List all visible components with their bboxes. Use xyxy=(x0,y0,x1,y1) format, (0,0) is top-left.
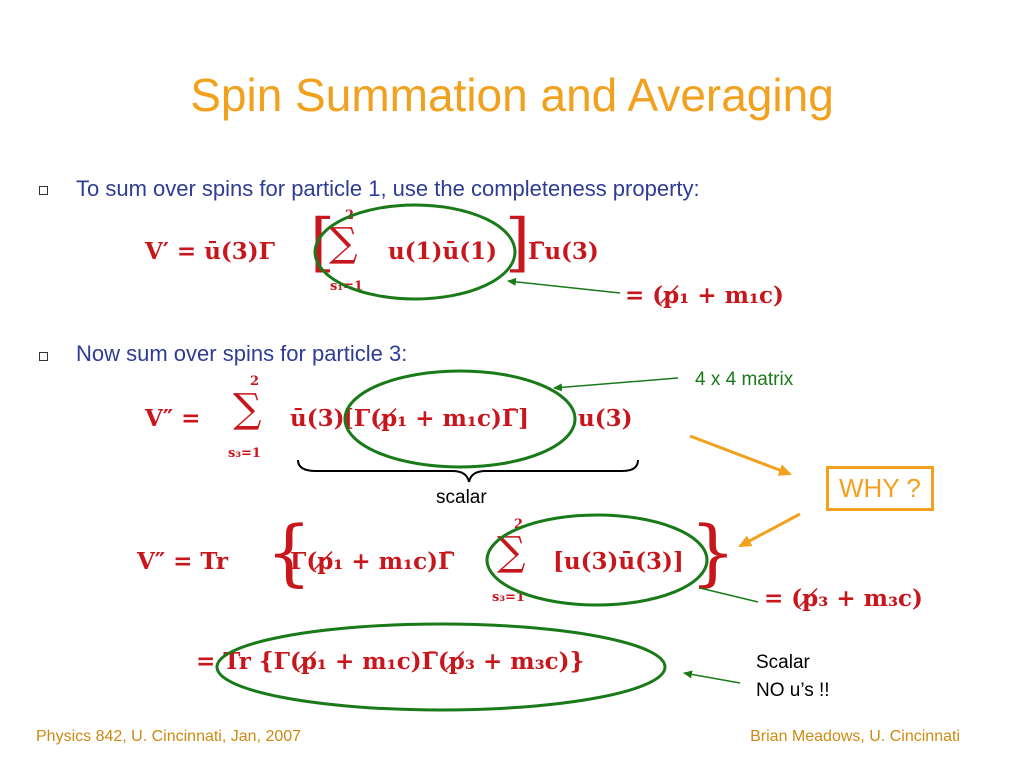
equation-2-sum-top: 2 xyxy=(250,374,260,389)
equation-3-lhs: V″ = Tr xyxy=(137,548,228,575)
ellipse-eq4 xyxy=(215,622,667,712)
equation-2-lhs: V″ = xyxy=(145,405,201,432)
footer-left: Physics 842, U. Cincinnati, Jan, 2007 xyxy=(36,728,302,745)
arrow-eq3-result xyxy=(699,587,759,603)
equation-3-brace-left: { xyxy=(266,510,312,594)
arrow-scalar-note xyxy=(683,670,741,684)
scalar-brace xyxy=(297,459,639,483)
equation-2-rhs: u(3) xyxy=(578,405,633,432)
bullet-square-icon xyxy=(39,186,48,195)
footer-right: Brian Meadows, U. Cincinnati xyxy=(750,728,960,745)
arrow-eq1-result xyxy=(507,277,621,294)
arrow-from-why xyxy=(738,512,801,548)
equation-3-sum-top: 2 xyxy=(514,517,524,532)
arrow-matrix-note xyxy=(553,377,679,392)
scalar-note-line-1: Scalar xyxy=(756,652,810,673)
scalar-note-line-2: NO u’s !! xyxy=(756,680,830,701)
equation-2-inner: [Γ(p̸₁ + m₁c)Γ̄] xyxy=(343,405,530,432)
equation-1-inner: u(1)ū(1) xyxy=(388,238,497,265)
ellipse-eq2-inner xyxy=(343,369,577,469)
equation-3-inner: [u(3)ū(3)] xyxy=(553,548,684,575)
bullet-text-1: To sum over spins for particle 1, use th… xyxy=(76,176,700,201)
equation-1-rhs: Γ̄u(3) xyxy=(528,238,599,265)
equation-2-sum-symbol: ∑ xyxy=(233,386,262,432)
equation-2-sum-bottom: s₃=1 xyxy=(228,446,261,461)
equation-3-gamma: Γ(p̸₁ + m₁c)Γ̄ xyxy=(290,548,455,575)
equation-3-result: = (p̸₃ + m₃c) xyxy=(764,585,923,612)
slide-title: Spin Summation and Averaging xyxy=(190,69,834,121)
equation-1-result: = (p̸₁ + m₁c) xyxy=(625,282,784,309)
equation-1-lhs: V′ = ū(3)Γ xyxy=(145,238,276,265)
bullet-square-icon xyxy=(39,352,48,361)
arrow-to-why xyxy=(689,434,792,476)
equation-3-sum-bottom: s₃=1 xyxy=(492,590,525,605)
why-box: WHY ? xyxy=(826,466,934,511)
equation-4: = Tr {Γ(p̸₁ + m₁c)Γ̄(p̸₃ + m₃c)} xyxy=(196,648,585,675)
ellipse-eq1-sum xyxy=(313,203,517,301)
matrix-note: 4 x 4 matrix xyxy=(695,369,794,390)
bullet-text-2: Now sum over spins for particle 3: xyxy=(76,341,408,366)
equation-1-sum-symbol: ∑ xyxy=(329,220,358,266)
equation-2-u: ū(3) xyxy=(290,405,345,432)
ellipse-eq3-sum xyxy=(485,513,709,607)
scalar-brace-label: scalar xyxy=(436,487,487,508)
